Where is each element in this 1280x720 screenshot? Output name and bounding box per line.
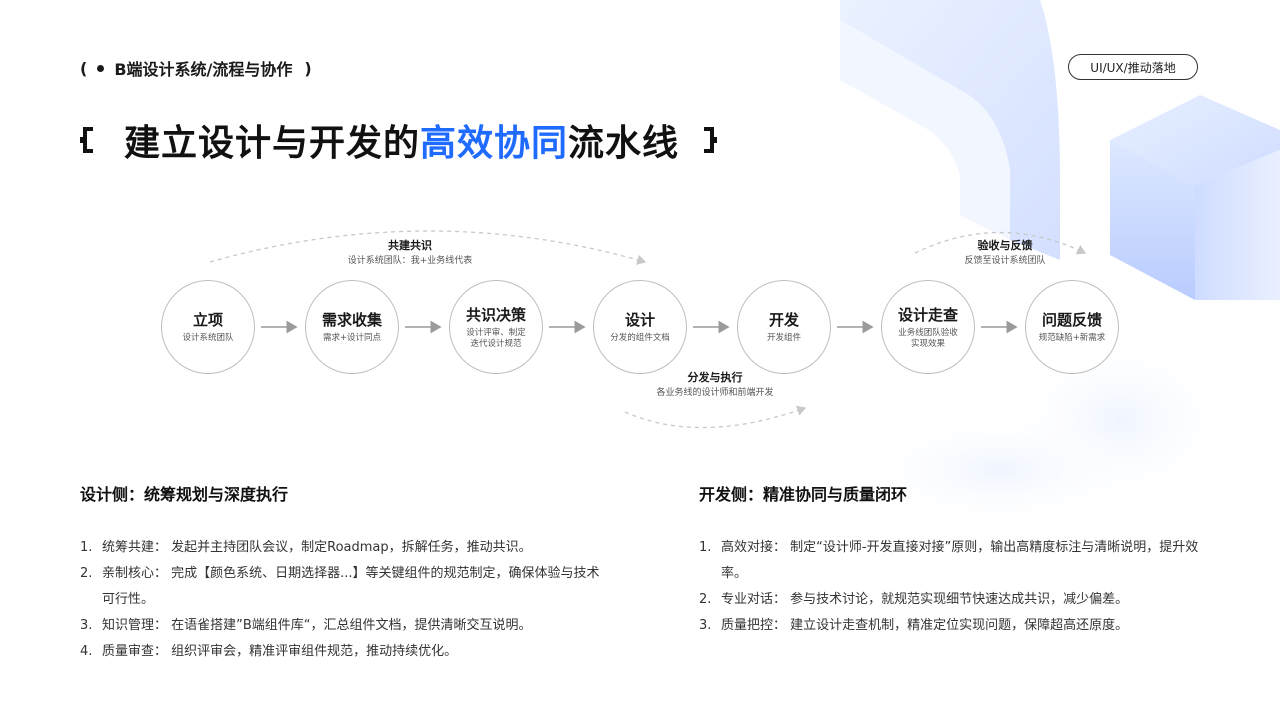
list-item: 3. 质量把控： 建立设计走查机制，精准定位实现问题，保障超高还原度。 (699, 613, 1209, 639)
close-paren: ) (304, 58, 312, 78)
left-bracket-icon (80, 127, 93, 153)
flow-node-design: 设计 分发的组件文档 (593, 280, 687, 374)
flow-node-title: 设计 (624, 311, 655, 329)
list-item-number: 1. (699, 540, 712, 555)
note-cobuild-sub: 设计系统团队：我+业务线代表 (347, 256, 473, 266)
note-distribute-title: 分发与执行 (687, 371, 743, 384)
flow-node-title: 问题反馈 (1041, 311, 1102, 329)
design-side-heading: 设计侧：统筹规划与深度执行 (80, 485, 289, 504)
list-item-text: 高效对接： 制定“设计师-开发直接对接”原则，输出高精度标注与清晰说明，提升效率… (721, 540, 1199, 581)
title-prefix: 建立设计与开发的 (124, 123, 421, 164)
list-item: 2. 亲制核心： 完成【颜色系统、日期选择器...】等关键组件的规范制定，确保体验… (80, 561, 600, 613)
list-item-number: 4. (80, 644, 93, 659)
design-side-list: 1. 统筹共建： 发起并主持团队会议，制定Roadmap，拆解任务，推动共识。 2… (80, 535, 600, 665)
title-highlight: 高效协同 (420, 123, 569, 164)
page-title: 建立设计与开发的 高效协同 流水线 (80, 110, 718, 170)
list-item: 3. 知识管理： 在语雀搭建”B端组件库“，汇总组件文档，提供清晰交互说明。 (80, 613, 600, 639)
list-item: 1. 高效对接： 制定“设计师-开发直接对接”原则，输出高精度标注与清晰说明，提升… (699, 535, 1209, 587)
list-item-number: 3. (699, 618, 712, 633)
breadcrumb-text: B端设计系统/流程与协作 (114, 60, 293, 79)
right-bracket-icon (704, 127, 718, 153)
flow-node-sub: 分发的组件文档 (610, 333, 670, 343)
list-item-text: 统筹共建： 发起并主持团队会议，制定Roadmap，拆解任务，推动共识。 (102, 540, 532, 555)
flow-node-requirements: 需求收集 需求+设计同点 (305, 280, 399, 374)
flow-node-title: 立项 (192, 311, 223, 329)
title-suffix: 流水线 (568, 123, 680, 164)
flow-node-sub: 业务线团队验收 实现效果 (898, 327, 958, 349)
dev-side-list: 1. 高效对接： 制定“设计师-开发直接对接”原则，输出高精度标注与清晰说明，提升… (699, 535, 1209, 639)
note-cobuild-title: 共建共识 (388, 239, 432, 252)
distribute-arc (624, 405, 807, 429)
list-item-number: 1. (80, 540, 93, 555)
list-item-number: 2. (699, 592, 712, 607)
list-item-text: 质量把控： 建立设计走查机制，精准定位实现问题，保障超高还原度。 (721, 618, 1129, 633)
note-accept-sub: 反馈至设计系统团队 (964, 256, 1046, 266)
category-tag: UI/UX/推动落地 (1068, 54, 1198, 80)
flow-node-review: 设计走查 业务线团队验收 实现效果 (881, 280, 975, 374)
flow-node-title: 开发 (768, 311, 799, 329)
note-accept-title: 验收与反馈 (977, 239, 1033, 252)
flow-node-title: 共识决策 (465, 305, 526, 324)
note-distribute-sub: 各业务线的设计师和前端开发 (656, 388, 774, 398)
flow-node-consensus: 共识决策 设计评审、制定 迭代设计规范 (449, 280, 543, 374)
flow-node-kickoff: 立项 设计系统团队 (161, 280, 255, 374)
list-item: 2. 专业对话： 参与技术讨论，就规范实现细节快速达成共识，减少偏差。 (699, 587, 1209, 613)
dev-side-section: 开发侧：精准协同与质量闭环 1. 高效对接： 制定“设计师-开发直接对接”原则，输… (699, 483, 1209, 639)
flow-node-sub: 规范缺陷+新需求 (1038, 333, 1106, 343)
flow-node-sub: 设计系统团队 (182, 333, 234, 343)
list-item-number: 2. (80, 566, 93, 581)
flow-node-title: 设计走查 (897, 305, 958, 324)
open-paren: ( (80, 58, 88, 78)
design-side-section: 设计侧：统筹规划与深度执行 1. 统筹共建： 发起并主持团队会议，制定Roadma… (80, 483, 600, 665)
flow-node-feedback: 问题反馈 规范缺陷+新需求 (1025, 280, 1119, 374)
list-item-text: 专业对话： 参与技术讨论，就规范实现细节快速达成共识，减少偏差。 (721, 592, 1129, 607)
flow-node-sub: 需求+设计同点 (322, 333, 382, 343)
breadcrumb: ( B端设计系统/流程与协作 ) (80, 56, 312, 80)
flow-node-develop: 开发 开发组件 (737, 280, 831, 374)
flow-node-sub: 开发组件 (766, 333, 801, 343)
list-item: 1. 统筹共建： 发起并主持团队会议，制定Roadmap，拆解任务，推动共识。 (80, 535, 600, 561)
dev-side-heading: 开发侧：精准协同与质量闭环 (699, 485, 908, 504)
flow-node-title: 需求收集 (321, 311, 382, 329)
note-accept: 验收与反馈 反馈至设计系统团队 (930, 238, 1080, 268)
note-distribute: 分发与执行 各业务线的设计师和前端开发 (620, 370, 810, 400)
bullet-dot-icon (97, 64, 105, 72)
list-item-text: 质量审查： 组织评审会，精准评审组件规范，推动持续优化。 (102, 644, 458, 659)
flow-node-sub: 设计评审、制定 迭代设计规范 (466, 327, 526, 349)
list-item-text: 知识管理： 在语雀搭建”B端组件库“，汇总组件文档，提供清晰交互说明。 (102, 618, 532, 633)
list-item-number: 3. (80, 618, 93, 633)
list-item-text: 亲制核心： 完成【颜色系统、日期选择器...】等关键组件的规范制定，确保体验与技… (102, 566, 600, 607)
list-item: 4. 质量审查： 组织评审会，精准评审组件规范，推动持续优化。 (80, 639, 600, 665)
note-cobuild: 共建共识 设计系统团队：我+业务线代表 (310, 238, 510, 268)
